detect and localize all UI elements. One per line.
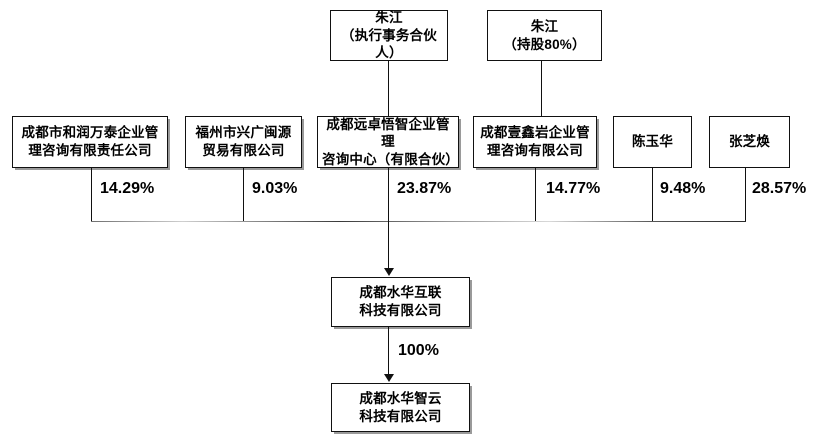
- drop-line-shareholder-3: [388, 168, 390, 222]
- entity-box-chengdu-shuihua-hulian: 成都水华互联 科技有限公司: [331, 277, 470, 327]
- arrowhead-bus-to-mid-entity: [384, 268, 394, 276]
- connector-mid-to-bottom-entity: [388, 327, 390, 375]
- percent-label-shareholder-1: 14.29%: [100, 180, 155, 197]
- percent-label-shareholder-3: 23.87%: [397, 180, 452, 197]
- percent-label-shareholder-2: 9.03%: [252, 180, 298, 197]
- shareholder-box-2: 福州市兴广闽源 贸易有限公司: [185, 116, 302, 168]
- connector-zhujiang-80-to-yixinyan: [541, 61, 543, 116]
- shareholder-box-4: 成都壹鑫岩企业管 理咨询有限公司: [473, 116, 597, 168]
- shareholder-box-5: 陈玉华: [613, 116, 692, 168]
- percent-label-shareholder-4: 14.77%: [546, 180, 601, 197]
- drop-line-shareholder-1: [91, 168, 93, 222]
- drop-line-shareholder-5: [652, 168, 654, 222]
- percent-label-mid-to-bottom: 100%: [398, 342, 439, 359]
- person-box-zhujiang-managing-partner: 朱江 （执行事务合伙人）: [330, 10, 448, 61]
- person-box-zhujiang-80-percent: 朱江 （持股80%）: [487, 10, 602, 61]
- percent-label-shareholder-5: 9.48%: [660, 180, 706, 197]
- connector-zhujiang-partner-to-yuanzhuowuzhi: [388, 61, 390, 116]
- entity-box-chengdu-shuihua-zhiyun: 成都水华智云 科技有限公司: [331, 383, 470, 432]
- drop-line-shareholder-4: [535, 168, 537, 222]
- shareholder-box-3: 成都远卓悟智企业管理 咨询中心（有限合伙）: [317, 116, 459, 168]
- shareholder-box-6: 张芝焕: [709, 116, 790, 168]
- shareholder-box-1: 成都市和润万泰企业管 理咨询有限责任公司: [12, 116, 168, 168]
- drop-line-shareholder-2: [243, 168, 245, 222]
- connector-bus-to-mid-entity: [388, 221, 390, 269]
- bus-line-shareholders: [91, 221, 746, 223]
- drop-line-shareholder-6: [745, 168, 747, 222]
- arrowhead-mid-to-bottom-entity: [384, 374, 394, 382]
- percent-label-shareholder-6: 28.57%: [752, 180, 807, 197]
